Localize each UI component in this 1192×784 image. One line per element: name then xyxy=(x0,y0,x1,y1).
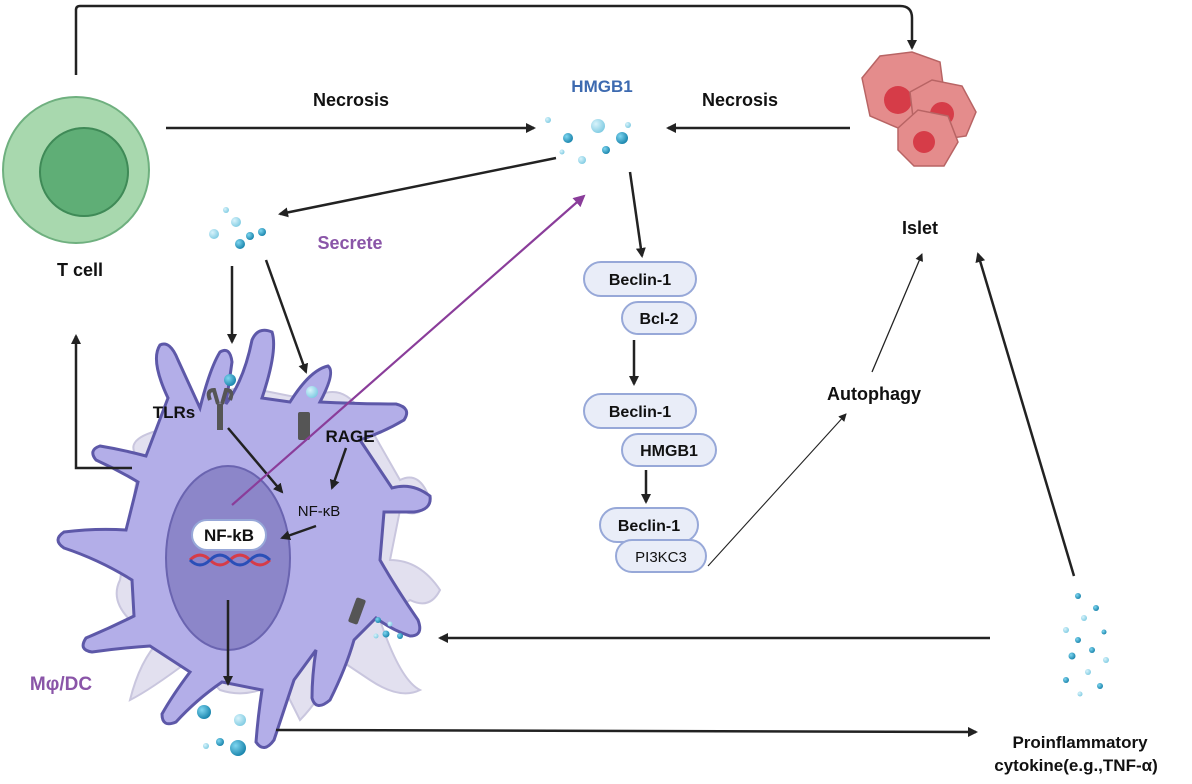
arrow-rage-to-nfkb xyxy=(329,447,348,490)
arrow-cytokines-to-proinflammatory xyxy=(275,726,978,737)
complex3-top-label: Beclin-1 xyxy=(618,518,680,535)
complex1-bottom-label: Bcl-2 xyxy=(639,311,678,328)
label-nfkb-nucleus: NF-kB xyxy=(204,526,254,545)
tlr-ligand-droplet xyxy=(224,374,236,386)
arrow-secrete-to-rage xyxy=(264,259,309,374)
label-secrete: Secrete xyxy=(317,233,382,253)
rage-receptor-icon xyxy=(298,412,310,440)
cytokine-droplets-bottom-icon xyxy=(197,705,246,756)
label-mphi-dc: Mφ/DC xyxy=(30,674,92,695)
dna-icon xyxy=(188,553,272,567)
cytokine-droplets-right-icon xyxy=(1063,593,1109,697)
receptor-lower-icon xyxy=(348,597,366,625)
arrow-pi3kc3-to-autophagy xyxy=(707,413,847,567)
arrow-autophagy-to-islet xyxy=(871,253,923,373)
arrow-nfkb-to-nucleus xyxy=(280,524,317,541)
label-proinflammatory-line1: Proinflammatory xyxy=(1012,733,1148,752)
complex-beclin-pi3kc3 xyxy=(599,507,707,573)
label-necrosis-left: Necrosis xyxy=(313,90,389,110)
complex2-top-label: Beclin-1 xyxy=(609,404,671,421)
hmgb1-droplets-icon xyxy=(545,117,631,164)
arrow-hmgb1-to-beclin xyxy=(628,171,646,258)
nfkb-nucleus-box xyxy=(191,519,267,551)
receptor-droplets-icon xyxy=(373,617,403,639)
arrow-cell-to-tcell xyxy=(71,334,132,470)
label-islet: Islet xyxy=(902,218,938,238)
complex-beclin-hmgb1 xyxy=(583,393,717,467)
complex2-bottom-label: HMGB1 xyxy=(640,443,698,460)
t-cell-icon xyxy=(2,96,150,244)
label-autophagy: Autophagy xyxy=(827,384,921,404)
tlr-receptor-icon xyxy=(206,387,234,430)
secrete-droplets-icon xyxy=(209,207,266,249)
arrow-tcell-to-islet xyxy=(74,4,917,75)
label-t-cell: T cell xyxy=(57,260,103,280)
arrow-hmgb1-to-secrete xyxy=(278,156,557,218)
arrow-tlr-to-nfkb xyxy=(227,427,284,494)
islet-icon xyxy=(861,51,977,167)
arrow-cytokines-to-islet xyxy=(975,252,1076,577)
rage-ligand-droplet xyxy=(306,386,318,398)
label-tlrs: TLRs xyxy=(153,403,196,422)
label-necrosis-right: Necrosis xyxy=(702,90,778,110)
label-nfkb-cytoplasm: NF-κB xyxy=(298,503,341,520)
complex1-top-label: Beclin-1 xyxy=(609,272,671,289)
label-proinflammatory-line2: cytokine(e.g.,TNF-α) xyxy=(994,756,1157,775)
label-hmgb1: HMGB1 xyxy=(571,77,632,96)
complex-beclin-bcl2 xyxy=(583,261,697,335)
arrow-nucleus-to-hmgb1 xyxy=(231,194,586,506)
complex3-bottom-label: PI3KC3 xyxy=(635,549,687,566)
label-rage: RAGE xyxy=(325,427,374,446)
